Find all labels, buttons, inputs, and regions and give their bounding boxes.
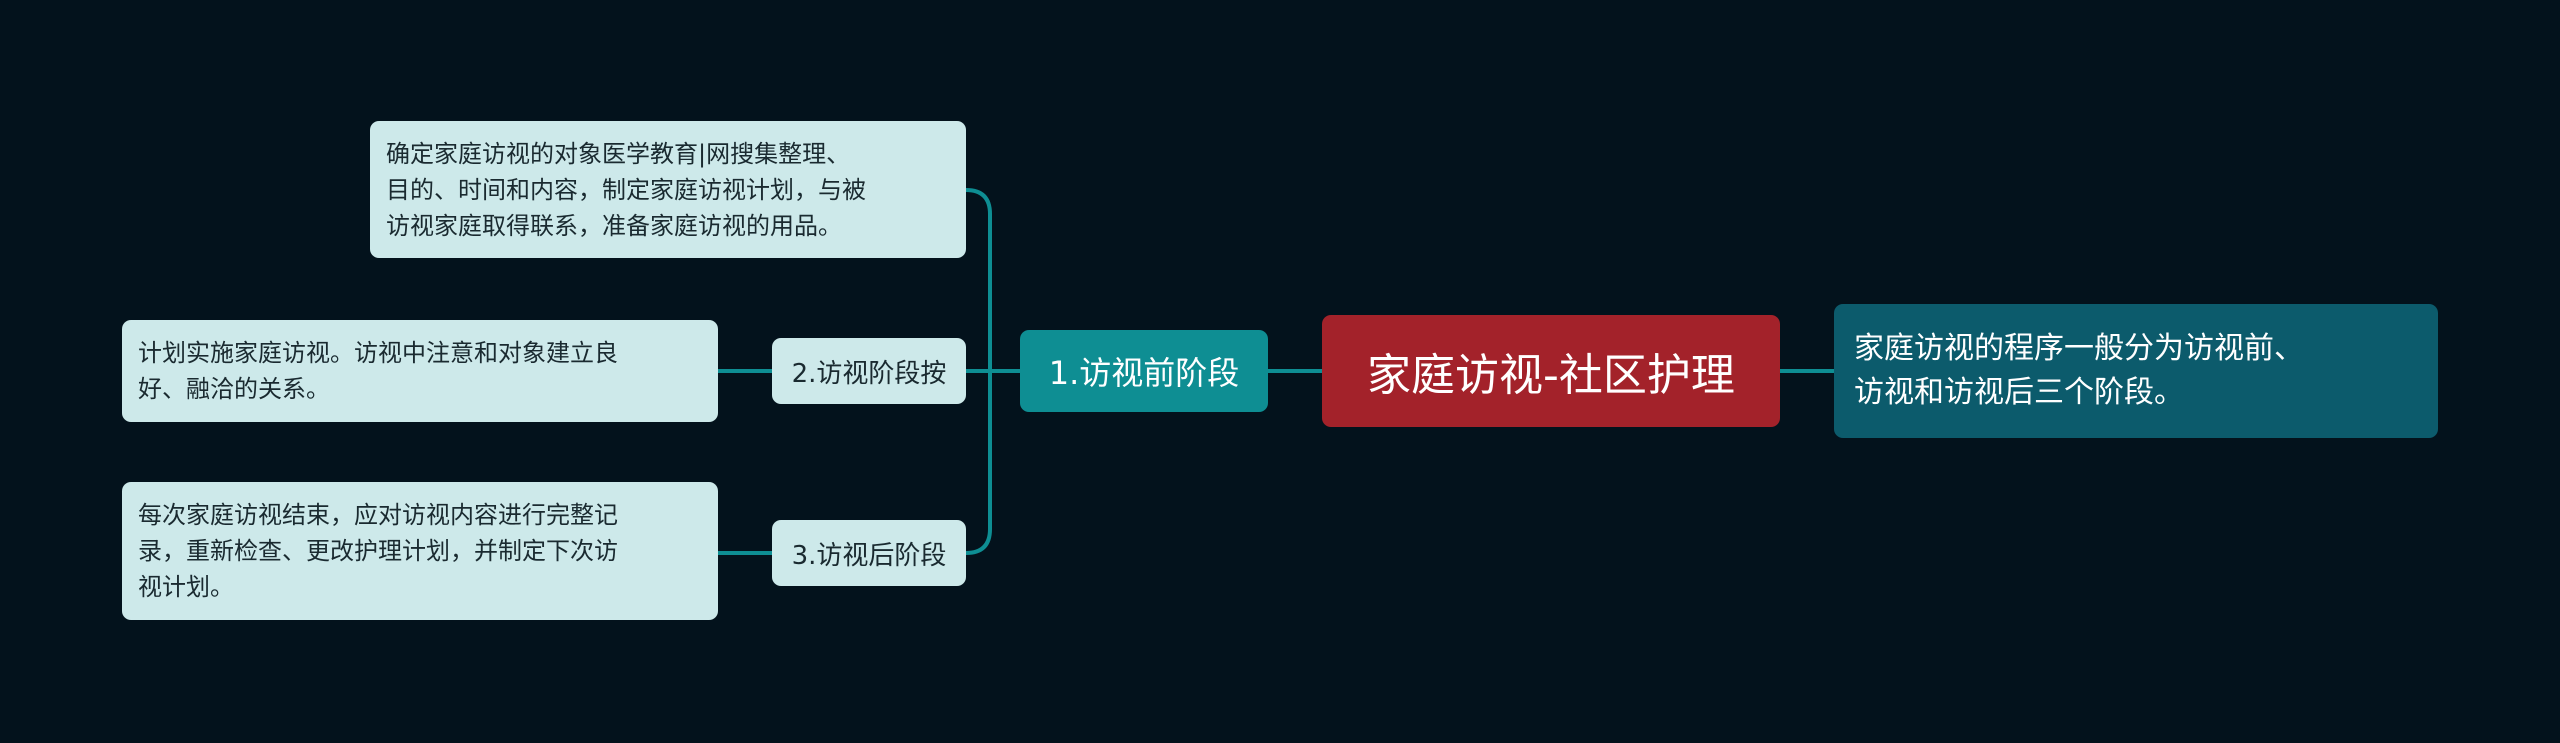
root-node: 家庭访视-社区护理 xyxy=(1322,315,1780,427)
summary-node: 家庭访视的程序一般分为访视前、 访视和访视后三个阶段。 xyxy=(1834,304,2438,438)
leaf-text-pre-visit: 确定家庭访视的对象医学教育|网搜集整理、 目的、时间和内容，制定家庭访视计划，与… xyxy=(386,139,866,240)
leaf-text-visit: 计划实施家庭访视。访视中注意和对象建立良 好、融洽的关系。 xyxy=(138,339,618,403)
sub-node-visit: 2.访视阶段按 xyxy=(772,338,966,404)
sub-label-post-visit: 3.访视后阶段 xyxy=(791,540,947,571)
sub-label-visit: 2.访视阶段按 xyxy=(791,358,947,389)
leaf-node-visit: 计划实施家庭访视。访视中注意和对象建立良 好、融洽的关系。 xyxy=(122,320,718,422)
root-title: 家庭访视-社区护理 xyxy=(1367,350,1735,401)
leaf-node-pre-visit: 确定家庭访视的对象医学教育|网搜集整理、 目的、时间和内容，制定家庭访视计划，与… xyxy=(370,121,966,258)
main-branch-node: 1.访视前阶段 xyxy=(1020,330,1268,412)
sub-node-post-visit: 3.访视后阶段 xyxy=(772,520,966,586)
summary-text: 家庭访视的程序一般分为访视前、 访视和访视后三个阶段。 xyxy=(1854,331,2304,410)
leaf-text-post-visit: 每次家庭访视结束，应对访视内容进行完整记 录，重新检查、更改护理计划，并制定下次… xyxy=(138,501,618,601)
main-branch-label: 1.访视前阶段 xyxy=(1048,354,1240,392)
leaf-node-post-visit: 每次家庭访视结束，应对访视内容进行完整记 录，重新检查、更改护理计划，并制定下次… xyxy=(122,482,718,620)
